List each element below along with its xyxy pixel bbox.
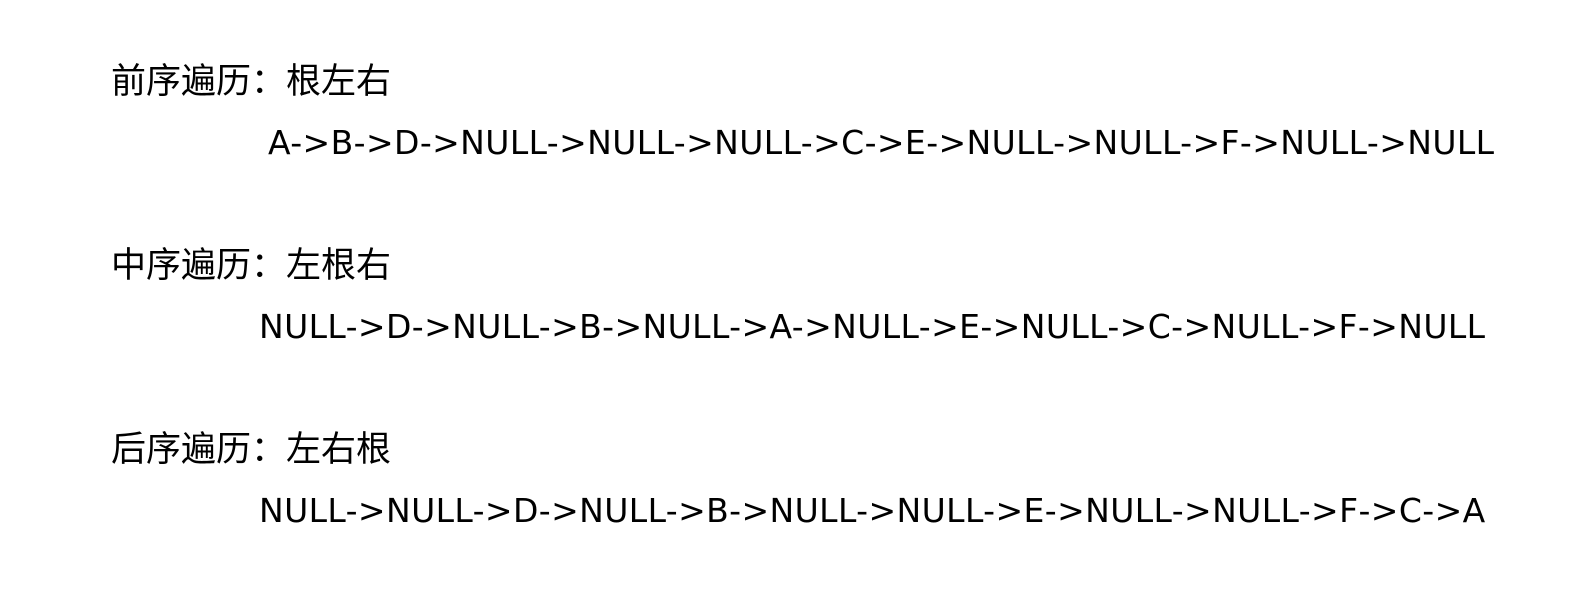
postorder-sequence: NULL->NULL->D->NULL->B->NULL->NULL->E->N… (259, 491, 1486, 530)
preorder-sequence: A->B->D->NULL->NULL->NULL->C->E->NULL->N… (268, 123, 1495, 162)
inorder-sequence: NULL->D->NULL->B->NULL->A->NULL->E->NULL… (259, 307, 1486, 346)
inorder-heading: 中序遍历：左根右 (111, 246, 392, 286)
postorder-heading: 后序遍历：左右根 (111, 430, 392, 470)
preorder-heading: 前序遍历：根左右 (111, 62, 392, 102)
